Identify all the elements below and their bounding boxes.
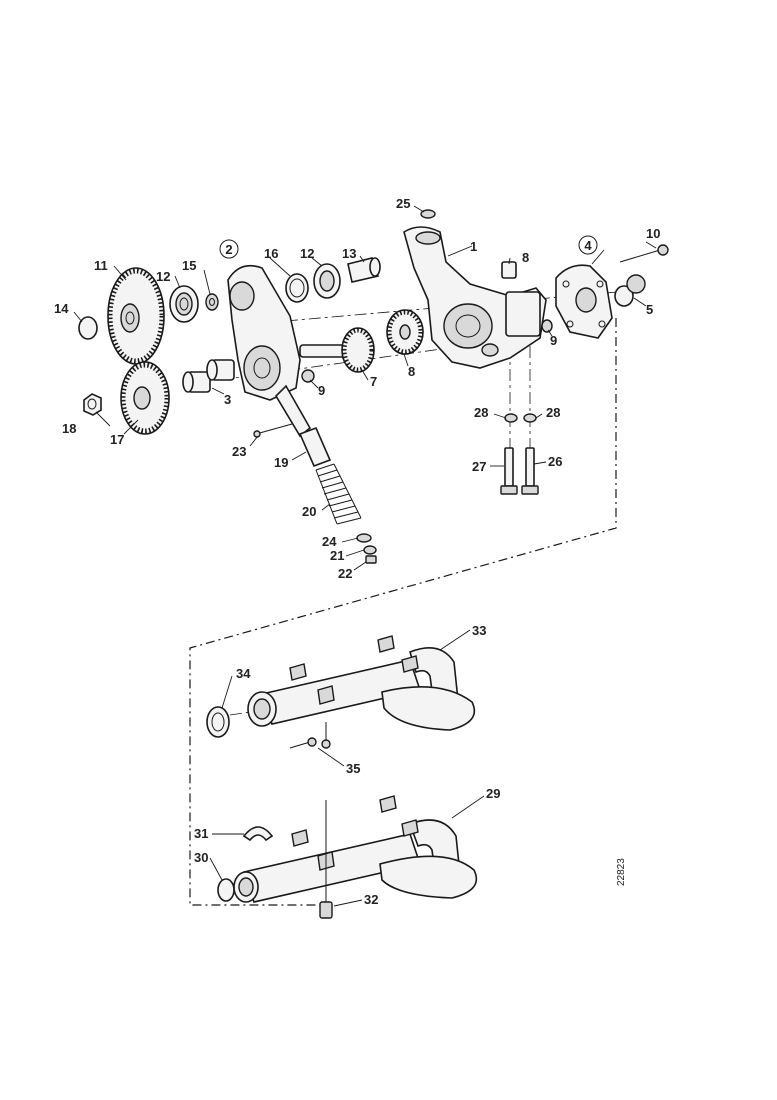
screw-32	[319, 800, 333, 919]
callout-30: 30	[194, 850, 208, 865]
callout-3: 3	[224, 392, 231, 407]
gear-11	[107, 267, 165, 365]
washer-15	[205, 293, 219, 311]
callout-17: 17	[110, 432, 124, 447]
end-cover-4	[555, 264, 613, 339]
sleeve-6	[501, 261, 517, 279]
pickup-tube-33	[247, 635, 476, 731]
bolt-26	[521, 447, 539, 495]
callout-15: 15	[182, 258, 196, 273]
callout-4-circle	[578, 235, 598, 255]
callout-23: 23	[232, 444, 246, 459]
screws-35	[289, 722, 331, 749]
callout-9-left: 9	[318, 383, 325, 398]
bushings-3	[182, 359, 235, 393]
callout-20: 20	[302, 504, 316, 519]
plug-22	[365, 555, 377, 564]
callout-8-sleeve: 8	[522, 250, 529, 265]
callout-13: 13	[342, 246, 356, 261]
callout-29: 29	[486, 786, 500, 801]
washers-28	[504, 413, 537, 423]
callout-10: 10	[646, 226, 660, 241]
callout-35: 35	[346, 761, 360, 776]
ring-30	[217, 878, 235, 902]
callout-9-right: 9	[550, 333, 557, 348]
callout-26: 26	[548, 454, 562, 469]
callout-28-right: 28	[546, 405, 560, 420]
nut-25	[420, 209, 436, 219]
bearing-12-left	[169, 285, 199, 323]
callout-32: 32	[364, 892, 378, 907]
pump-gear-8	[386, 309, 424, 355]
callout-12-right: 12	[300, 246, 314, 261]
callout-24: 24	[322, 534, 337, 549]
nut-18	[83, 393, 102, 416]
callout-8-gear: 8	[408, 364, 415, 379]
callout-2-circle	[219, 239, 239, 259]
callout-34: 34	[236, 666, 251, 681]
pickup-tube-29	[233, 795, 478, 903]
pin-23	[253, 423, 293, 438]
callout-19: 19	[274, 455, 288, 470]
callout-25: 25	[396, 196, 410, 211]
callout-labels: 1 2 3 4 5 6 7 8 9 9 10 11 12 12 13 14 15…	[54, 196, 660, 907]
callout-22: 22	[338, 566, 352, 581]
callout-16: 16	[264, 246, 278, 261]
plug-9-right	[541, 319, 553, 333]
callout-33: 33	[472, 623, 486, 638]
drawing-reference-number: 22823	[616, 858, 627, 886]
ring-34	[206, 706, 230, 738]
callout-5: 5	[646, 302, 653, 317]
callout-27: 27	[472, 459, 486, 474]
clip-31	[242, 826, 274, 842]
gear-17	[120, 361, 170, 435]
callout-31: 31	[194, 826, 208, 841]
seal-16	[285, 273, 309, 303]
callout-12-left: 12	[156, 269, 170, 284]
bolt-27	[500, 447, 518, 495]
bolt-10	[619, 244, 669, 263]
callout-21: 21	[330, 548, 344, 563]
callout-11: 11	[94, 258, 108, 273]
leader-lines	[73, 205, 657, 907]
bearing-12-right	[313, 263, 341, 299]
callout-1: 1	[470, 239, 477, 254]
washer-21	[363, 545, 377, 555]
cap-14	[78, 316, 98, 340]
pump-cover-2	[227, 264, 312, 438]
pump-housing-1	[403, 226, 547, 369]
callout-14: 14	[54, 301, 69, 316]
fitting-5	[614, 274, 646, 307]
callout-7: 7	[370, 374, 377, 389]
callout-18: 18	[62, 421, 76, 436]
washer-24	[356, 533, 372, 543]
plunger-19	[298, 426, 332, 468]
spring-20	[315, 463, 362, 525]
callout-4: 4	[584, 238, 592, 253]
sleeve-13	[347, 257, 381, 283]
plug-9-left	[301, 369, 315, 383]
callout-28-left: 28	[474, 405, 488, 420]
pump-gear-7	[299, 327, 375, 373]
callout-2: 2	[225, 242, 232, 257]
